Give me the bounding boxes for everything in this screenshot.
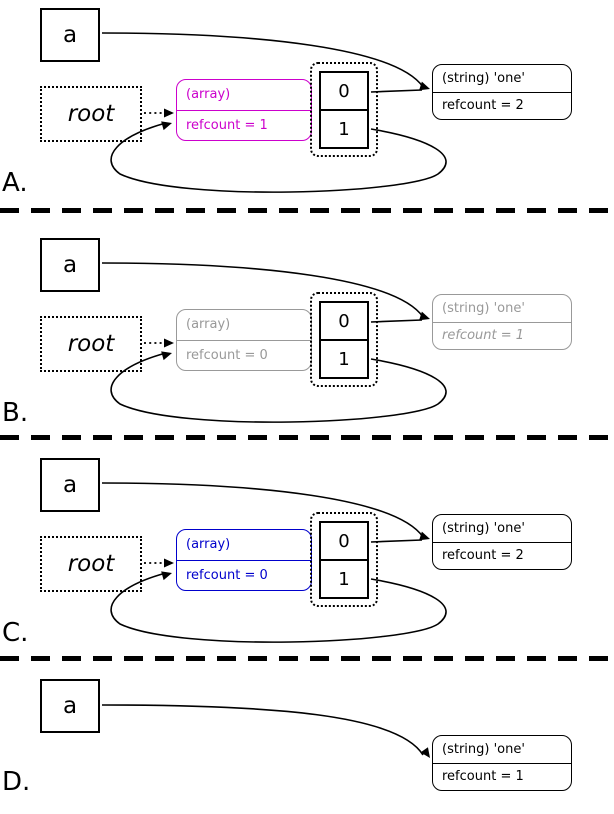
array-refcount-label: refcount = 1 bbox=[177, 109, 311, 141]
array-node: (array) refcount = 0 bbox=[176, 309, 312, 371]
arrowhead-icon bbox=[161, 351, 172, 361]
string-refcount-label: refcount = 1 bbox=[433, 762, 571, 791]
string-node: (string) 'one' refcount = 1 bbox=[432, 735, 572, 791]
array-index-table: 0 1 bbox=[319, 71, 369, 149]
string-type-label: (string) 'one' bbox=[442, 520, 525, 536]
section-label-c: C. bbox=[2, 618, 29, 648]
variable-a-box: a bbox=[40, 238, 100, 292]
arrowhead-icon bbox=[164, 338, 174, 348]
string-node: (string) 'one' refcount = 2 bbox=[432, 64, 572, 120]
index-cell-1: 1 bbox=[321, 339, 367, 377]
section-divider-3 bbox=[0, 656, 614, 661]
arrow-d-var-to-string bbox=[101, 704, 424, 756]
section-label-d: D. bbox=[2, 767, 31, 797]
array-type-label: (array) bbox=[186, 317, 231, 333]
string-type-label: (string) 'one' bbox=[442, 70, 525, 86]
variable-a-box: a bbox=[40, 679, 100, 733]
section-label-a: A. bbox=[2, 168, 28, 198]
section-divider-1 bbox=[0, 208, 614, 213]
arrowhead-icon bbox=[164, 558, 174, 568]
section-divider-2 bbox=[0, 435, 614, 440]
string-refcount-label: refcount = 2 bbox=[433, 91, 571, 120]
index-cell-1: 1 bbox=[321, 559, 367, 597]
root-box: root bbox=[40, 86, 142, 142]
array-index-table: 0 1 bbox=[319, 521, 369, 599]
string-node: (string) 'one' refcount = 1 bbox=[432, 294, 572, 350]
arrowhead-icon bbox=[164, 108, 174, 118]
index-cell-1: 1 bbox=[321, 109, 367, 147]
array-refcount-label: refcount = 0 bbox=[177, 339, 311, 371]
string-type-label: (string) 'one' bbox=[442, 300, 525, 316]
arrowhead-icon bbox=[419, 311, 430, 321]
array-type-label: (array) bbox=[186, 537, 231, 553]
section-label-b: B. bbox=[2, 398, 29, 428]
arrow-b-cell0-to-string bbox=[370, 319, 423, 323]
arrow-a-cell0-to-string bbox=[370, 89, 423, 93]
string-refcount-label: refcount = 1 bbox=[433, 321, 571, 350]
index-cell-0: 0 bbox=[338, 80, 350, 102]
root-box: root bbox=[40, 536, 142, 592]
index-cell-0: 0 bbox=[338, 310, 350, 332]
variable-a-box: a bbox=[40, 8, 100, 62]
arrowhead-icon bbox=[161, 121, 172, 131]
string-type-label: (string) 'one' bbox=[442, 741, 525, 757]
variable-a-box: a bbox=[40, 458, 100, 512]
arrow-c-cell0-to-string bbox=[370, 539, 423, 543]
array-refcount-label: refcount = 0 bbox=[177, 559, 311, 591]
array-index-table: 0 1 bbox=[319, 301, 369, 379]
index-cell-0: 0 bbox=[338, 530, 350, 552]
array-node: (array) refcount = 1 bbox=[176, 79, 312, 141]
arrowhead-icon bbox=[419, 81, 430, 91]
array-type-label: (array) bbox=[186, 87, 231, 103]
arrowhead-icon bbox=[161, 571, 172, 581]
root-box: root bbox=[40, 316, 142, 372]
array-node: (array) refcount = 0 bbox=[176, 529, 312, 591]
arrowhead-icon bbox=[419, 531, 430, 541]
string-refcount-label: refcount = 2 bbox=[433, 541, 571, 570]
string-node: (string) 'one' refcount = 2 bbox=[432, 514, 572, 570]
